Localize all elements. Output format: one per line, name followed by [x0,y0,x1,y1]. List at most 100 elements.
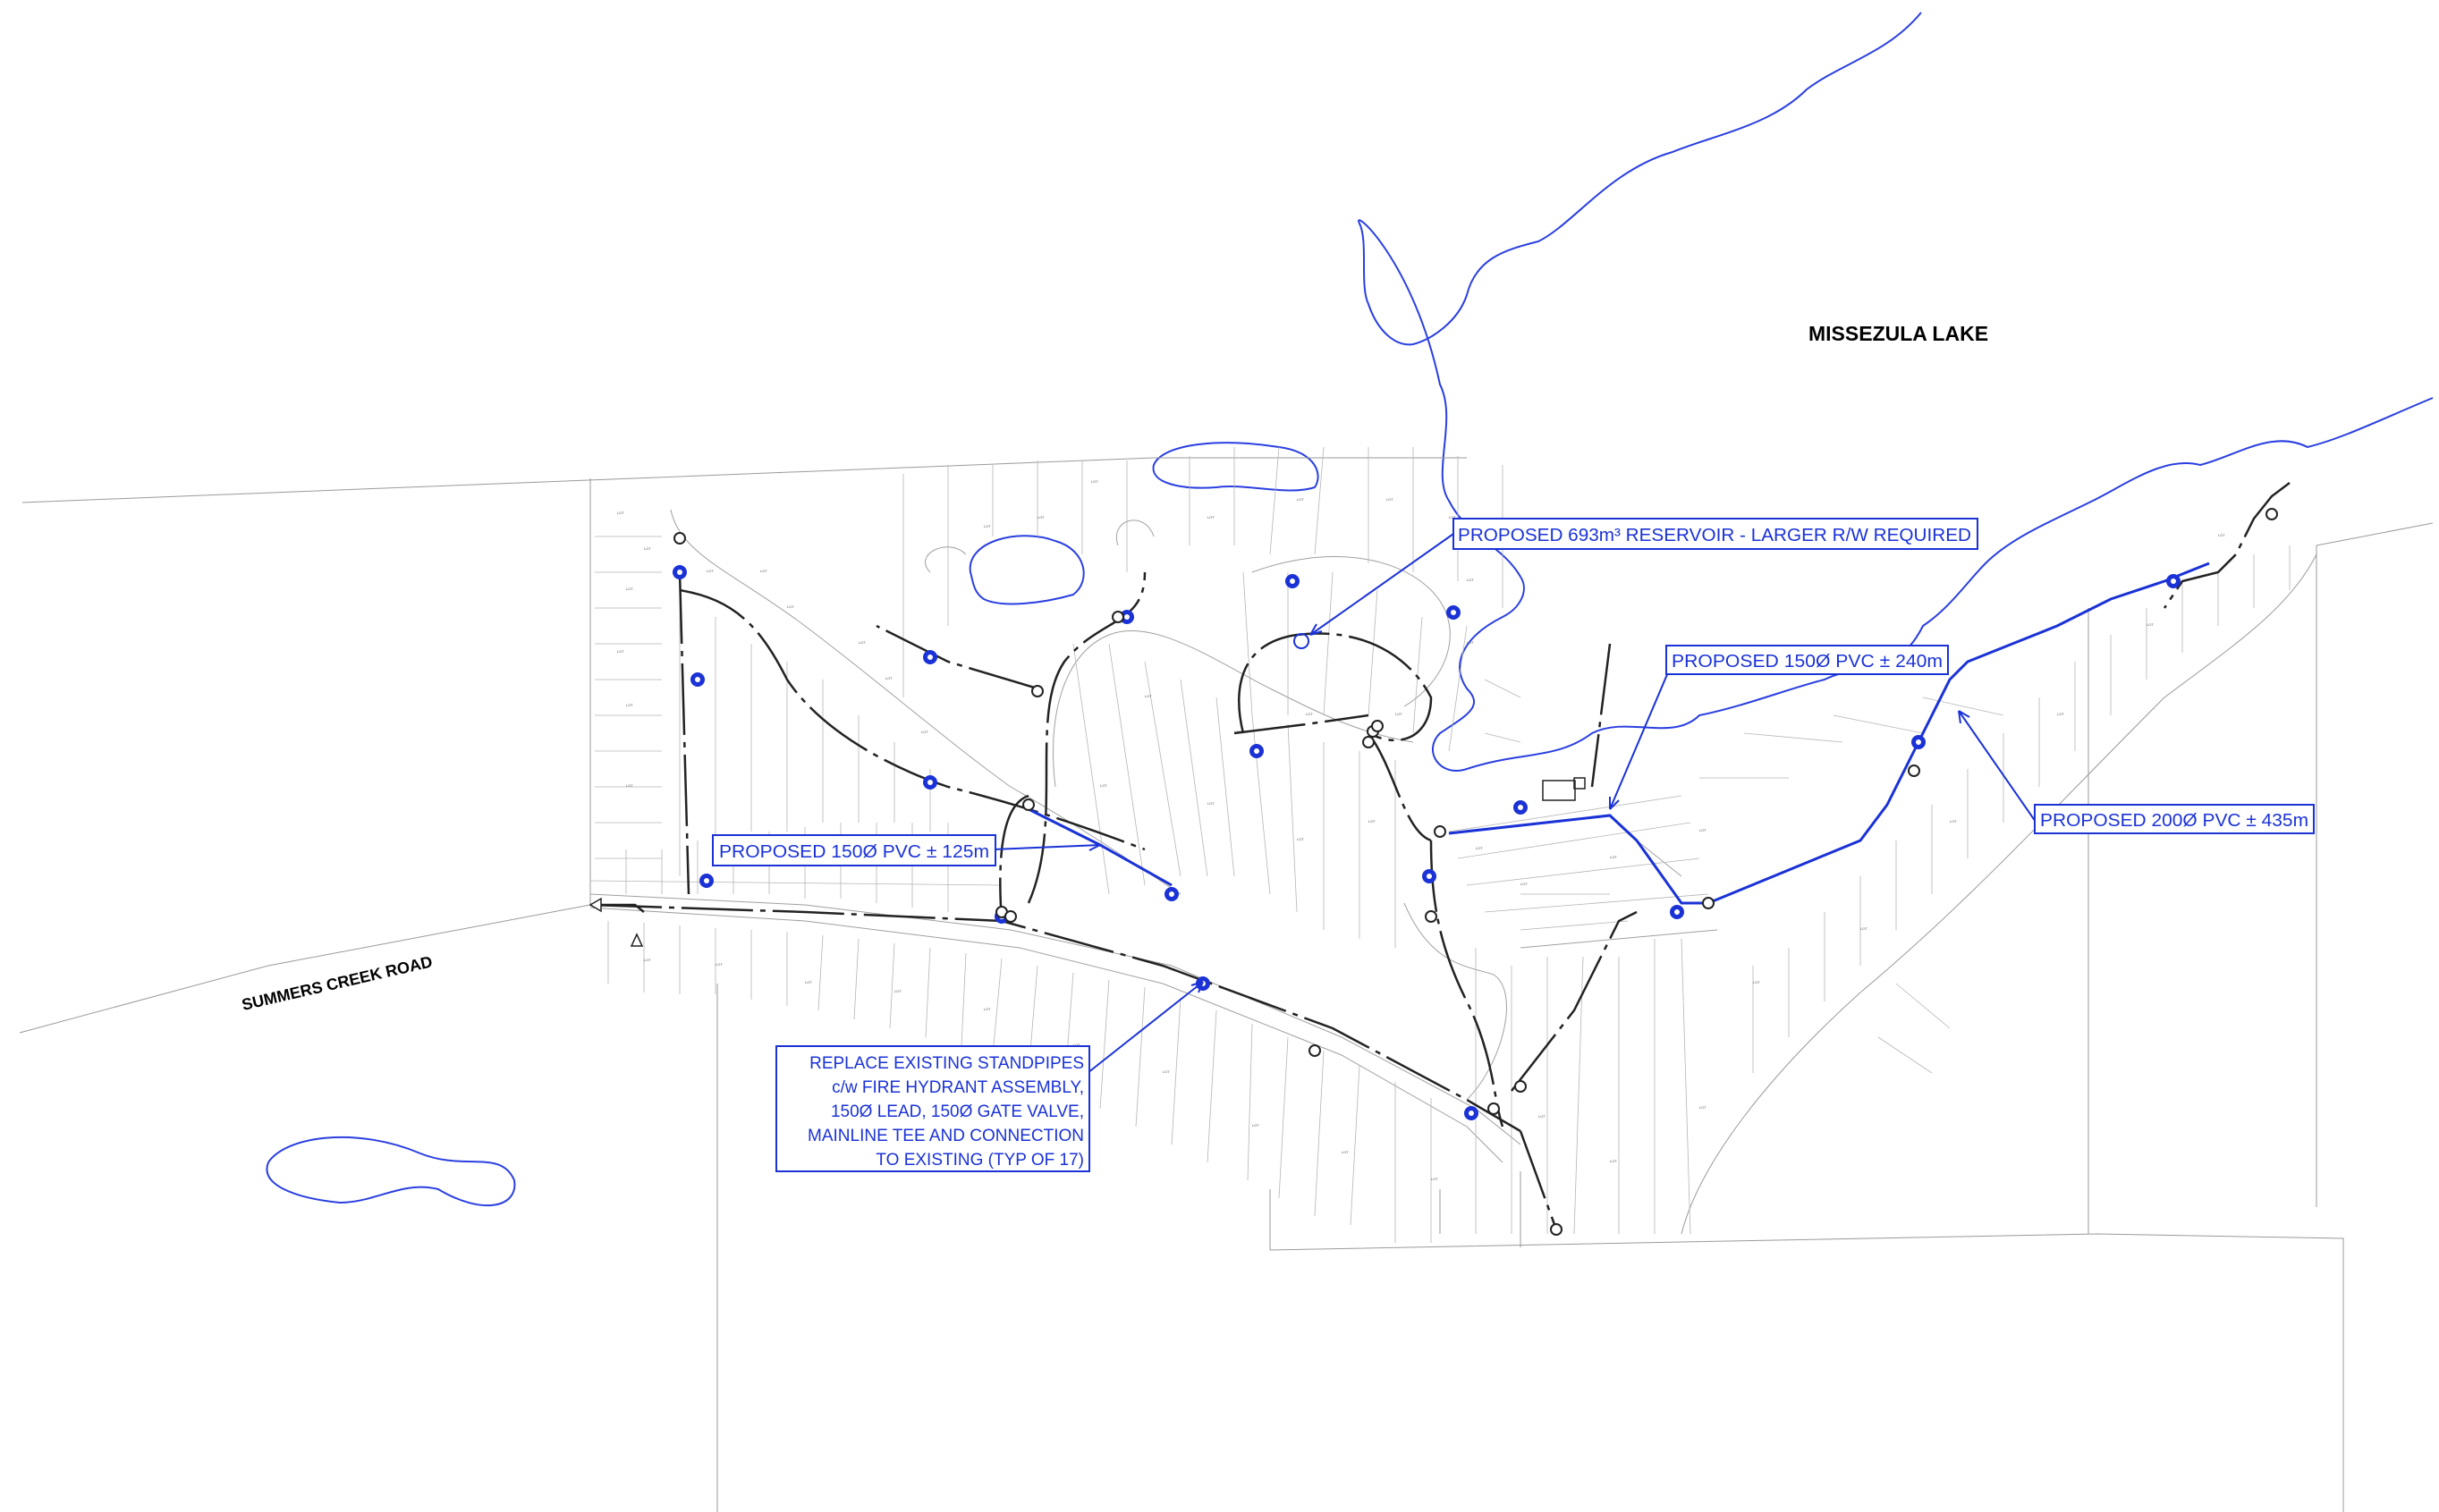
svg-text:LOT: LOT [1091,479,1098,484]
svg-text:LOT: LOT [1342,1150,1349,1154]
svg-text:LOT: LOT [1860,926,1867,931]
svg-text:LOT: LOT [644,958,651,962]
callout-pvc-125-text: PROPOSED 150Ø PVC ± 125m [719,842,989,862]
hydrant-icon [923,650,937,664]
lake-label: MISSEZULA LAKE [1808,322,1988,345]
svg-text:LOT: LOT [626,783,633,788]
svg-text:LOT: LOT [1145,694,1152,698]
hydrant-icon [699,874,714,888]
svg-text:LOT: LOT [1163,1069,1170,1074]
hydrant-icon [673,565,687,579]
svg-text:LOT: LOT [1699,828,1706,832]
callout-pvc-125: PROPOSED 150Ø PVC ± 125m [712,834,996,866]
svg-text:LOT: LOT [1297,837,1304,841]
svg-text:LOT: LOT [626,587,633,591]
svg-text:LOT: LOT [626,703,633,707]
hydrant-icon [690,672,705,687]
svg-text:LOT: LOT [1538,1114,1546,1119]
svg-text:LOT: LOT [984,1007,991,1011]
proposed-mains [1028,562,2210,905]
callout-pvc-240: PROPOSED 150Ø PVC ± 240m [1665,645,1949,675]
hydrant-icon [1249,744,1264,758]
svg-text:LOT: LOT [1297,497,1304,502]
svg-text:LOT: LOT [707,569,714,573]
proposed-200-pvc-435m [1707,562,2210,905]
svg-text:LOT: LOT [617,649,624,654]
parcel-lines [19,457,2434,1512]
hydrant-icon [1446,605,1461,620]
svg-text:LOT: LOT [1476,846,1483,850]
svg-text:LOT: LOT [1950,819,1957,824]
valve-icon [673,508,2278,1236]
hydrant-icon [1120,610,1134,624]
hydrant-icon [1513,800,1528,815]
hydrant-icon [1911,735,1926,749]
callout-pvc-240-text: PROPOSED 150Ø PVC ± 240m [1672,652,1943,672]
svg-text:LOT: LOT [859,640,866,645]
svg-text:LOT: LOT [2218,533,2225,537]
road-label: SUMMERS CREEK ROAD [240,952,434,1014]
svg-text:LOT: LOT [1431,1177,1438,1181]
svg-text:LOT: LOT [2057,712,2064,716]
svg-text:LOT: LOT [1207,801,1215,806]
lot-lines [589,446,2291,1243]
pump-building [1542,780,1576,801]
svg-text:LOT: LOT [1252,1123,1259,1128]
hydrant-icon [923,775,937,790]
svg-text:LOT: LOT [984,524,991,528]
callout-pvc-435: PROPOSED 200Ø PVC ± 435m [2034,804,2315,834]
svg-text:LOT: LOT [885,676,893,680]
svg-text:LOT: LOT [1610,1159,1617,1163]
callout-standpipes-line-3: 150Ø LEAD, 150Ø GATE VALVE, [831,1102,1084,1121]
svg-text:LOT: LOT [1306,712,1313,716]
leader-lines [992,531,2037,1074]
svg-text:LOT: LOT [617,511,624,515]
hydrant-icon [1422,869,1436,883]
hydrant-icon [1285,574,1300,588]
svg-text:LOT: LOT [1386,497,1393,502]
svg-text:LOT: LOT [1395,712,1402,716]
callout-standpipes-line-4: MAINLINE TEE AND CONNECTION [808,1127,1084,1145]
hydrant-symbols [673,508,2278,1236]
svg-text:LOT: LOT [1368,819,1376,824]
svg-text:LOT: LOT [716,962,723,967]
callout-reservoir-text: PROPOSED 693m³ RESERVOIR - LARGER R/W RE… [1458,526,1971,545]
existing-mains [589,482,2291,1230]
pond-centre [969,535,1085,605]
callout-standpipes: REPLACE EXISTING STANDPIPES c/w FIRE HYD… [775,1045,1090,1172]
svg-text:LOT: LOT [2147,622,2154,627]
pond-north [1152,442,1319,492]
svg-text:LOT: LOT [921,730,928,734]
hydrant-icon [1670,905,1684,919]
svg-text:LOT: LOT [1753,980,1760,984]
hydrant-icon [1464,1106,1478,1120]
callout-standpipes-line-1: REPLACE EXISTING STANDPIPES [809,1054,1084,1073]
svg-text:LOT: LOT [1699,1105,1706,1110]
svg-text:LOT: LOT [1520,882,1528,886]
pond-southwest [266,1136,516,1207]
svg-text:LOT: LOT [805,980,812,984]
svg-text:LOT: LOT [787,604,794,609]
svg-text:LOT: LOT [760,569,767,573]
reservoir-site-icon [1293,633,1309,649]
callout-standpipes-line-2: c/w FIRE HYDRANT ASSEMBLY, [832,1078,1084,1097]
proposed-150-pvc-240m [1448,814,1708,905]
hydrant-icon [2166,574,2181,588]
svg-text:LOT: LOT [644,546,651,551]
svg-text:LOT: LOT [1073,1043,1080,1047]
svg-text:LOT: LOT [1100,783,1107,788]
svg-text:LOT: LOT [1467,640,1474,645]
callout-reservoir: PROPOSED 693m³ RESERVOIR - LARGER R/W RE… [1452,518,1978,550]
water-features [266,12,2434,1207]
svg-text:LOT: LOT [1207,515,1215,519]
hydrant-icon [1164,887,1179,901]
svg-text:LOT: LOT [1449,515,1456,519]
road-outlines [589,509,1718,1163]
callout-pvc-435-text: PROPOSED 200Ø PVC ± 435m [2040,811,2308,831]
svg-text:LOT: LOT [894,989,902,993]
svg-text:LOT: LOT [1037,515,1045,519]
callout-standpipes-line-5: TO EXISTING (TYP OF 17) [876,1151,1084,1170]
structures [589,633,1586,947]
